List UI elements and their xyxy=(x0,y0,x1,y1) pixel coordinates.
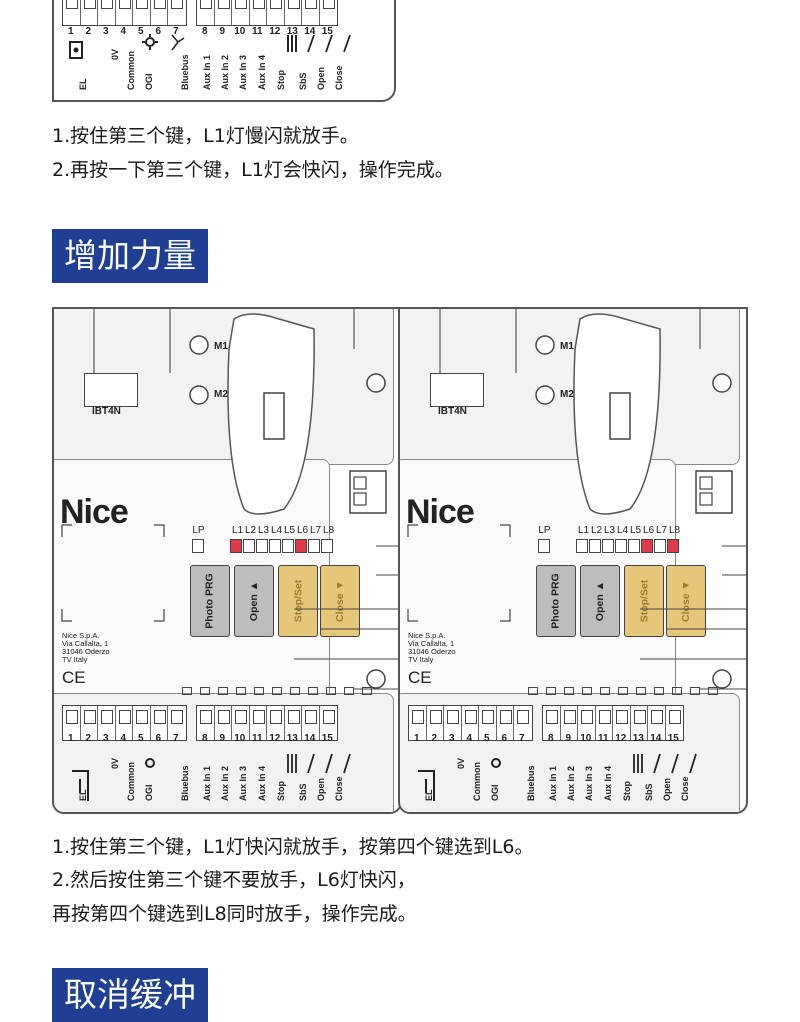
led-l1 xyxy=(230,539,242,553)
board-schematic-lines xyxy=(407,309,746,801)
led-l2 xyxy=(243,539,255,553)
led-indicator-row xyxy=(538,539,680,553)
ibt4n-connector xyxy=(430,373,484,407)
led-l7 xyxy=(308,539,320,553)
led-lp xyxy=(538,539,550,553)
manufacturer-address-line: TV Italy xyxy=(62,655,88,664)
section-heading-cancel-buffer: 取消缓冲 xyxy=(52,968,208,1022)
ce-mark: CE xyxy=(62,668,86,687)
led-l5 xyxy=(282,539,294,553)
instruction-step-5: 再按第四个键选到L8同时放手，操作完成。 xyxy=(52,903,417,925)
manufacturer-address-line: Via Callalta, 1 xyxy=(62,639,109,648)
ce-mark: CE xyxy=(408,668,432,687)
button-photo-prg[interactable]: Photo PRG xyxy=(190,565,230,637)
button-photo-prg[interactable]: Photo PRG xyxy=(536,565,576,637)
manufacturer-address-line: TV Italy xyxy=(408,655,434,664)
instruction-step-4: 2.然后按住第三个键不要放手，L6灯快闪， xyxy=(52,869,416,891)
terminal-block-1-7 xyxy=(62,0,187,26)
button-stop-set[interactable]: Stop/Set xyxy=(624,565,664,637)
led-lp xyxy=(192,539,204,553)
led-indicator-row xyxy=(192,539,334,553)
ibt4n-label: IBT4N xyxy=(438,406,467,417)
led-l2 xyxy=(589,539,601,553)
led-l5 xyxy=(628,539,640,553)
button-close[interactable]: Close ▼ xyxy=(666,565,706,637)
led-l7 xyxy=(654,539,666,553)
section-heading-increase-force: 增加力量 xyxy=(52,229,208,283)
m2-label: M2 xyxy=(560,389,574,400)
button-open[interactable]: Open ▲ xyxy=(234,565,274,637)
manufacturer-address-line: Nice S.p.A. xyxy=(62,631,100,640)
board-schematic-lines xyxy=(61,309,400,801)
led-l1 xyxy=(576,539,588,553)
led-l6 xyxy=(295,539,307,553)
terminal-block-8-15 xyxy=(196,0,338,26)
led-l3 xyxy=(256,539,268,553)
instruction-step-2: 2.再按一下第三个键，L1灯会快闪，操作完成。 xyxy=(52,159,454,181)
top-board-icons xyxy=(69,34,351,59)
terminal-block-1-7 xyxy=(62,705,187,741)
ibt4n-label: IBT4N xyxy=(92,406,121,417)
instruction-step-3: 1.按住第三个键，L1灯快闪就放手，按第四个键选到L6。 xyxy=(52,836,534,858)
led-l8 xyxy=(667,539,679,553)
indicator-dots xyxy=(528,687,726,695)
button-open[interactable]: Open ▲ xyxy=(580,565,620,637)
indicator-dots xyxy=(182,687,380,695)
button-close[interactable]: Close ▼ xyxy=(320,565,360,637)
terminal-block-1-7 xyxy=(408,705,533,741)
manufacturer-address-line: Nice S.p.A. xyxy=(408,631,446,640)
terminal-block-8-15 xyxy=(542,705,684,741)
led-l3 xyxy=(602,539,614,553)
ibt4n-connector xyxy=(84,373,138,407)
led-l4 xyxy=(269,539,281,553)
m1-label: M1 xyxy=(214,341,228,352)
instruction-step-1: 1.按住第三个键，L1灯慢闪就放手。 xyxy=(52,125,359,147)
terminal-block-8-15 xyxy=(196,705,338,741)
manufacturer-address-line: Via Callalta, 1 xyxy=(408,639,455,648)
manufacturer-address-line: 31046 Oderzo xyxy=(62,647,110,656)
m1-label: M1 xyxy=(560,341,574,352)
manufacturer-address-line: 31046 Oderzo xyxy=(408,647,456,656)
m2-label: M2 xyxy=(214,389,228,400)
button-stop-set[interactable]: Stop/Set xyxy=(278,565,318,637)
led-l6 xyxy=(641,539,653,553)
led-l4 xyxy=(615,539,627,553)
led-l8 xyxy=(321,539,333,553)
